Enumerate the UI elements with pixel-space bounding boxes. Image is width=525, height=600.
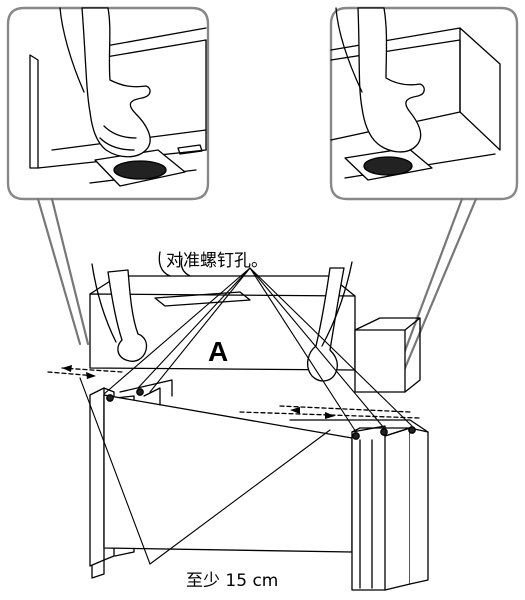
screw-hole-icon [408, 426, 416, 434]
hand-icon [107, 269, 148, 362]
hand-icon [306, 267, 345, 382]
spacing-indicators [47, 367, 421, 419]
piano-unit-a [89, 251, 421, 393]
align-screw-holes-label: 对准螺钉孔。 [166, 251, 268, 271]
screw-hole-icon [136, 388, 144, 396]
leader-lines-align [103, 267, 413, 433]
arrow-icon [62, 365, 335, 419]
detail-inset-left [6, 6, 210, 201]
screw-hole-icon [380, 428, 388, 436]
piano-stand [89, 379, 429, 591]
screw-hole-icon [363, 156, 413, 176]
minimum-distance-label: 至少 15 cm [186, 571, 279, 591]
hand-icon [81, 7, 151, 158]
detail-inset-right [329, 6, 519, 201]
screw-hole-icon [113, 160, 167, 180]
hand-icon [357, 7, 425, 153]
part-a-label: A [208, 336, 229, 367]
leader-lines-distance [79, 377, 331, 565]
screw-hole-icon [352, 432, 360, 440]
screw-hole-icon [106, 394, 114, 402]
